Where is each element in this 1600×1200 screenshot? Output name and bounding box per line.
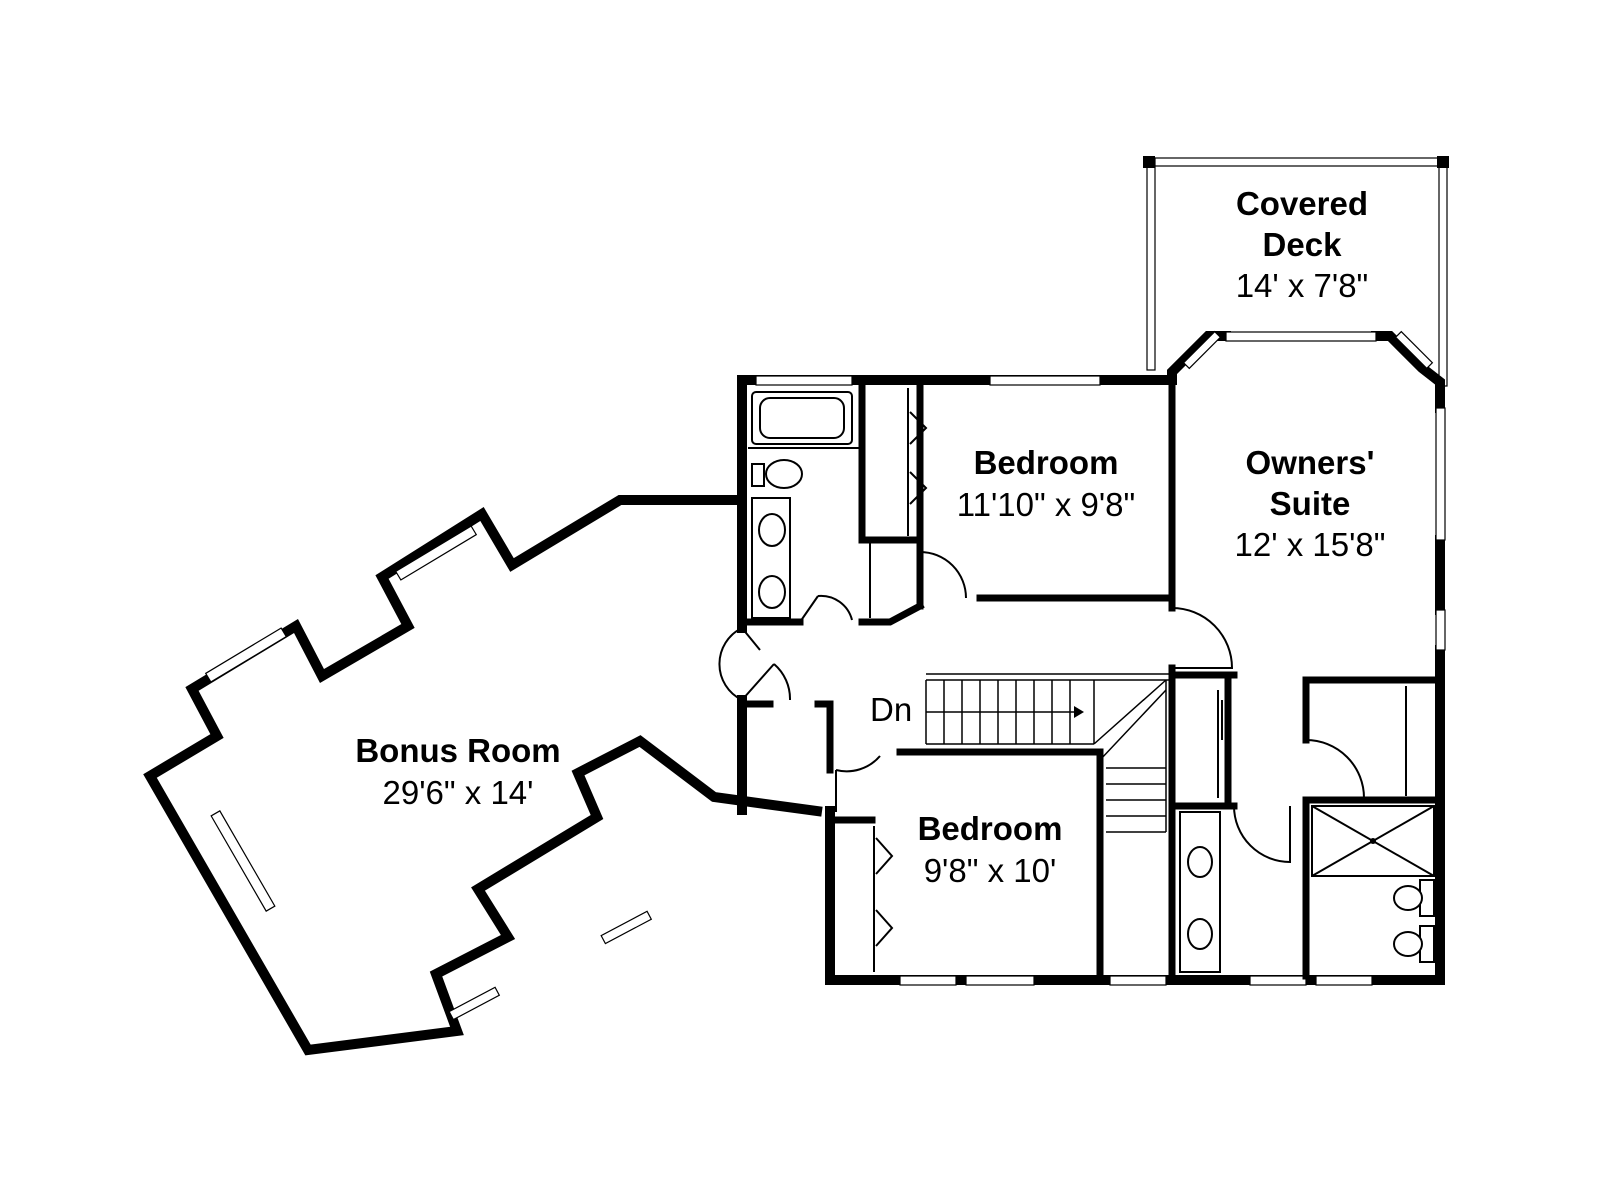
bedroom-lower-size: 9'8" x 10' xyxy=(924,852,1057,889)
bonus-room-name: Bonus Room xyxy=(355,732,560,769)
covered-deck-size: 14' x 7'8" xyxy=(1236,267,1369,304)
bedroom-lower-name: Bedroom xyxy=(918,810,1063,847)
stairs xyxy=(925,673,1170,833)
owners-suite-name-line1: Owners' xyxy=(1246,444,1375,481)
bonus-room-walls xyxy=(143,495,823,1056)
owners-suite-size: 12' x 15'8" xyxy=(1235,526,1386,563)
exterior-windows xyxy=(755,330,1446,986)
bedroom-upper-size: 11'10" x 9'8" xyxy=(957,486,1136,523)
bonus-room-size: 29'6" x 14' xyxy=(383,774,534,811)
bonus-room-windows xyxy=(204,525,653,1021)
covered-deck-name-line1: Covered xyxy=(1236,185,1368,222)
owners-suite-name-line2: Suite xyxy=(1270,485,1351,522)
closets xyxy=(873,388,1223,972)
doors xyxy=(718,551,1366,864)
stair-direction-arrow-icon xyxy=(1074,706,1084,718)
covered-deck-outline xyxy=(1143,156,1449,387)
bedroom-upper-name: Bedroom xyxy=(974,444,1119,481)
hall-bath-fixtures xyxy=(748,391,871,619)
covered-deck-name-line2: Deck xyxy=(1263,226,1343,263)
owners-bath-fixtures xyxy=(1179,686,1435,973)
stairs-down-label: Dn xyxy=(870,691,912,728)
interior-walls xyxy=(738,380,1444,984)
